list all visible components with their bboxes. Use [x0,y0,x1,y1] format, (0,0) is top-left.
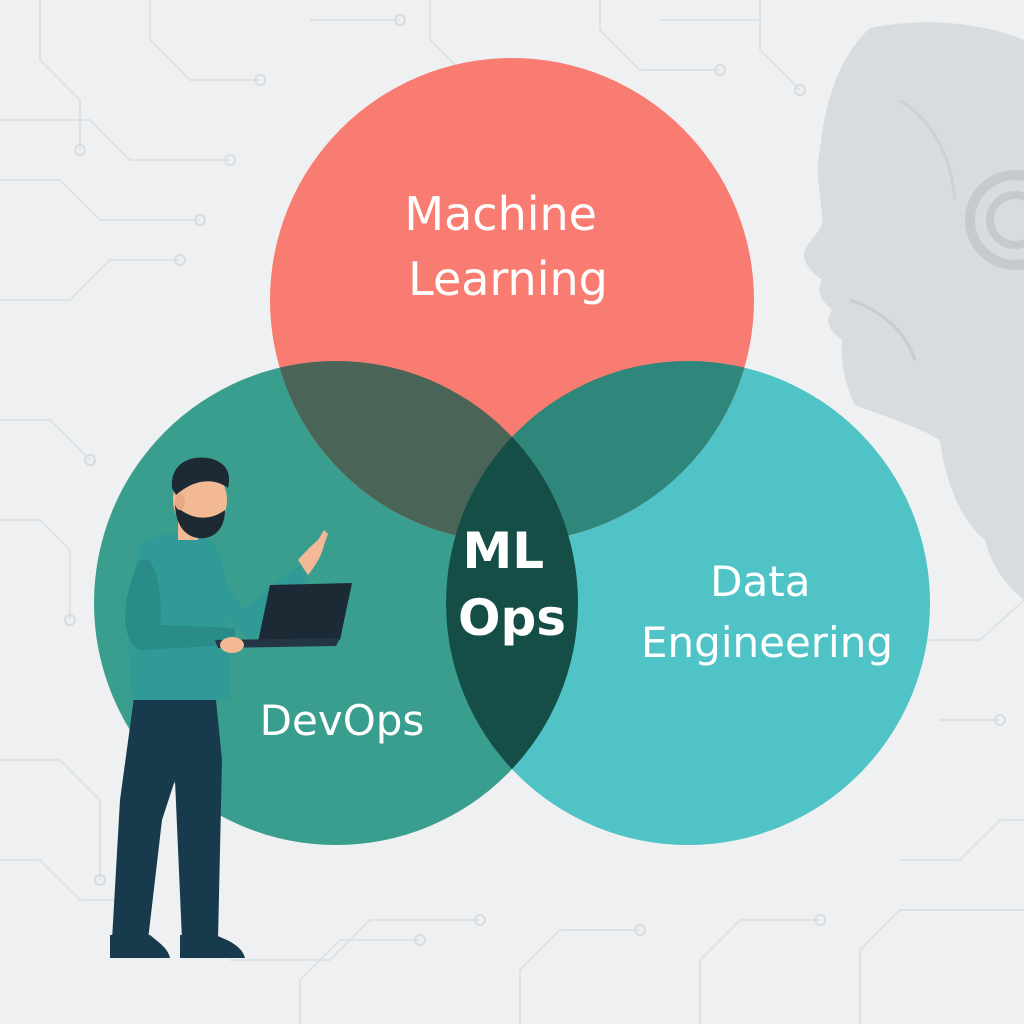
overlap-ml-data [446,361,754,542]
laptop-screen [258,583,352,642]
data-engineering-label-line-1: Data [710,557,810,606]
devops-label: DevOps [260,696,425,745]
data-engineering-label-line-2: Engineering [641,618,893,667]
mlops-label-line-2: Ops [458,589,566,647]
data-engineering-label: Data Engineering [641,557,893,667]
pants [112,690,222,940]
machine-learning-label: Machine Learning [404,187,611,306]
machine-learning-label-line-2: Learning [408,252,608,306]
mlops-label: ML Ops [458,522,566,647]
holding-hand [220,637,244,653]
machine-learning-label-line-1: Machine [404,187,597,241]
left-arm [125,560,235,650]
laptop-base [215,638,340,648]
beard [175,505,225,539]
person-with-laptop-icon [110,457,352,958]
devops-label-line-1: DevOps [260,696,425,745]
pointing-hand [298,530,328,575]
right-shoe [180,935,245,958]
mlops-label-line-1: ML [462,522,544,580]
robot-head-icon [803,22,1024,600]
ear [175,494,185,510]
left-shoe [110,935,170,958]
hair [171,457,230,495]
overlap-ml-devops [270,361,578,542]
